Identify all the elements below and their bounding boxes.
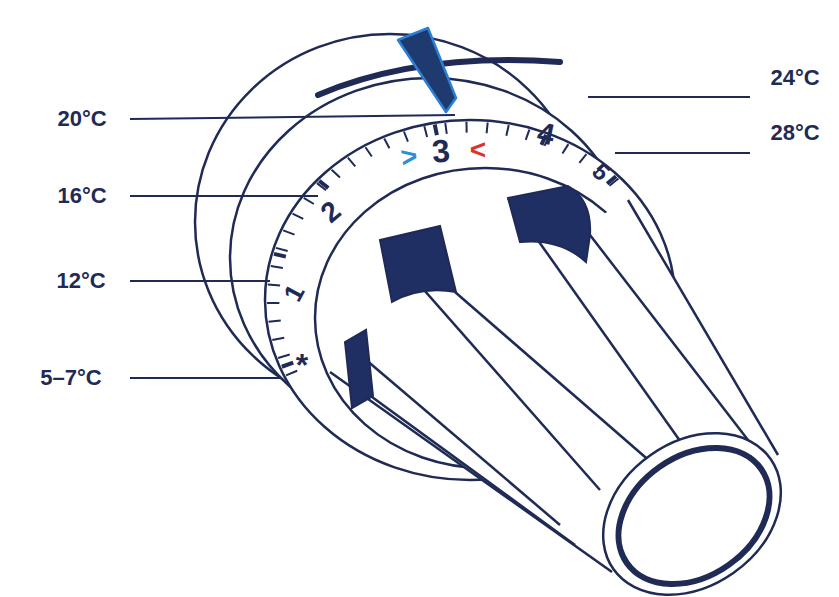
knob-front <box>572 400 812 597</box>
scale-tick <box>465 122 467 133</box>
grip-rib <box>380 226 456 302</box>
scale-tick <box>274 254 286 257</box>
rib-line <box>455 292 660 470</box>
temperature-label: 12°C <box>56 270 105 292</box>
scale-tick <box>268 283 280 286</box>
knob-front-ring <box>592 420 795 597</box>
scale-tick <box>283 230 294 234</box>
scale-tick <box>607 176 616 184</box>
temperature-label: 5–7°C <box>40 367 101 389</box>
scale-tick <box>435 125 437 136</box>
temperature-label: 16°C <box>57 185 106 207</box>
scale-tick <box>304 198 314 204</box>
leader-line <box>130 377 282 379</box>
scale-tick <box>404 132 408 142</box>
scale-tick <box>487 122 488 133</box>
setting-pointer <box>398 28 456 112</box>
temperature-label: 28°C <box>770 122 819 144</box>
scale-tick <box>278 355 290 359</box>
scale-tick <box>276 248 288 251</box>
scale-tick <box>269 320 281 321</box>
scale-tick <box>286 371 297 376</box>
leader-line <box>615 152 750 154</box>
cone-edge <box>330 372 612 572</box>
leader-line <box>130 115 455 119</box>
scale-tick <box>424 126 427 137</box>
leader-line <box>130 280 270 282</box>
leader-line <box>588 96 750 98</box>
scale-tick <box>292 214 303 219</box>
leader-line <box>130 195 318 197</box>
temperature-label: 24°C <box>770 67 819 89</box>
frost-symbol: * <box>296 349 308 381</box>
scale-tick <box>282 363 293 367</box>
scale-tick <box>348 158 355 167</box>
rib-line <box>590 235 748 440</box>
grip-rib <box>345 330 373 408</box>
scale-tick <box>445 123 446 134</box>
comfort-mark: < <box>470 136 486 164</box>
scale-tick <box>562 144 568 153</box>
scale-tick <box>267 302 279 304</box>
scale-tick <box>526 130 530 140</box>
scale-tick <box>319 181 328 188</box>
scale-tick <box>384 138 389 148</box>
temperature-label: 20°C <box>57 108 106 130</box>
dial-number: 3 <box>431 134 452 167</box>
scale-tick <box>272 338 284 340</box>
grip-rib <box>508 186 590 262</box>
cone-edge <box>628 200 778 455</box>
scale-tick <box>506 125 508 136</box>
rib-line <box>372 397 575 545</box>
scale-tick <box>579 154 586 163</box>
scale-tick <box>365 147 371 156</box>
rib-line <box>345 342 560 525</box>
scale-tick <box>332 170 340 178</box>
scale-tick <box>271 266 283 268</box>
